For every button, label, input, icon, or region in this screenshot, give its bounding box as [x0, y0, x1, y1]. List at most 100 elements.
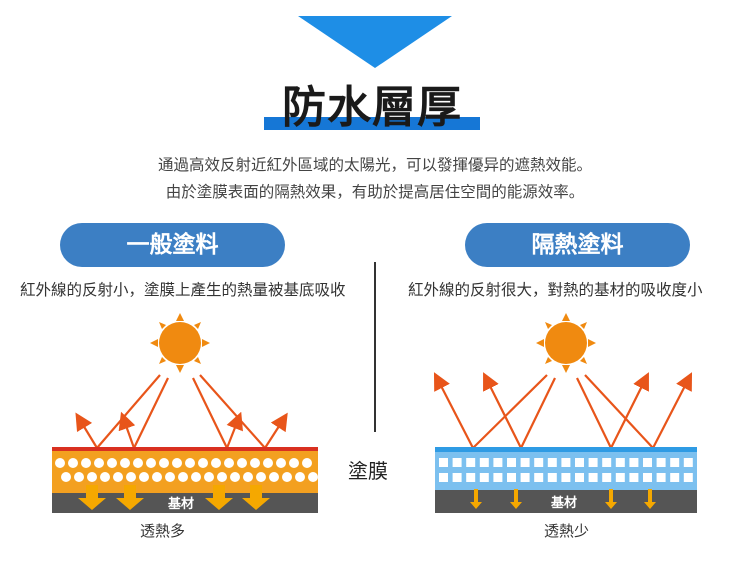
coating-cell — [629, 473, 639, 482]
coating-bubble — [94, 458, 104, 468]
coating-cell — [479, 473, 489, 482]
caption-normal-paint: 透熱多 — [140, 522, 186, 540]
coating-label: 塗膜 — [348, 459, 388, 483]
coating-cell — [575, 473, 584, 482]
coating-cell — [452, 458, 462, 467]
substrate-layer — [435, 490, 697, 513]
intro-line-1: 通過高效反射近紅外區域的太陽光，可以發揮優异的遮熱效能。 — [157, 156, 592, 174]
coating-cell — [479, 458, 489, 467]
coating-cell — [493, 473, 503, 482]
coating-bubble — [152, 472, 162, 482]
coating-bubble — [185, 458, 195, 468]
coating-bubble — [100, 472, 110, 482]
coating-bubble — [276, 458, 286, 468]
coating-cell — [683, 458, 693, 467]
substrate-label: 基材 — [167, 496, 194, 512]
coating-cell — [520, 473, 530, 482]
coating-bubble — [68, 458, 78, 468]
coating-cell — [575, 458, 584, 467]
coating-bubble — [250, 458, 260, 468]
description-normal-paint: 紅外線的反射小，塗膜上產生的熱量被基底吸收 — [20, 281, 346, 299]
coating-cell — [629, 458, 639, 467]
coating-bubble — [263, 458, 273, 468]
center-divider — [374, 262, 376, 432]
coating-cell — [643, 473, 652, 482]
coating-cell — [466, 473, 476, 482]
coating-cell — [588, 458, 598, 467]
coating-cell — [615, 473, 625, 482]
coating-cell — [588, 473, 598, 482]
coating-bubble — [308, 472, 318, 482]
coating-bubble — [120, 458, 130, 468]
coating-bubble — [74, 472, 84, 482]
coating-cell — [670, 473, 680, 482]
coating-bubble — [87, 472, 97, 482]
coating-bubble — [107, 458, 117, 468]
coating-cell — [683, 473, 693, 482]
intro-line-2: 由於塗膜表面的隔熱效果，有助於提高居住空間的能源效率。 — [165, 183, 585, 201]
coating-cell — [534, 458, 544, 467]
coating-cell — [520, 458, 530, 467]
coating-bubble — [126, 472, 136, 482]
coating-cell — [643, 458, 652, 467]
coating-bubble — [133, 458, 143, 468]
coating-cell — [452, 473, 462, 482]
title-underline — [264, 117, 480, 130]
coating-cell — [602, 473, 612, 482]
coating-bubble — [139, 472, 149, 482]
coating-cell — [534, 473, 544, 482]
coating-bubble — [113, 472, 123, 482]
normal-paint-diagram: 基材 — [52, 313, 318, 513]
coating-bubble — [217, 472, 227, 482]
down-arrow-icon — [298, 16, 452, 68]
coating-cell — [561, 473, 571, 482]
coating-cell — [493, 458, 503, 467]
heading-normal-paint: 一般塗料 — [60, 223, 285, 267]
coating-bubble — [282, 472, 292, 482]
coating-cell — [507, 473, 516, 482]
coating-cell — [466, 458, 476, 467]
coating-bubble — [191, 472, 201, 482]
coating-cell — [670, 458, 680, 467]
sun-icon — [536, 313, 596, 373]
heat-arrows — [78, 485, 270, 510]
cool-coating-layer — [435, 452, 697, 490]
page-title: 防水層厚 — [282, 82, 462, 133]
coating-cell — [602, 458, 612, 467]
coating-cell — [615, 458, 625, 467]
coating-cell — [439, 473, 448, 482]
coating-bubble — [289, 458, 299, 468]
coating-bubble — [230, 472, 240, 482]
insulation-paint-diagram: 基材 — [433, 313, 697, 513]
coating-cell — [547, 458, 557, 467]
coating-bubble — [61, 472, 71, 482]
substrate-label: 基材 — [550, 495, 577, 511]
coating-bubble — [146, 458, 156, 468]
coating-bubble — [81, 458, 91, 468]
coating-bubble — [269, 472, 279, 482]
coating-bubble — [237, 458, 247, 468]
coating-bubble — [211, 458, 221, 468]
caption-insulation-paint: 透熱少 — [544, 522, 590, 540]
heading-insulation-paint: 隔熱塗料 — [465, 223, 690, 267]
coating-bubble — [198, 458, 208, 468]
coating-bubble — [204, 472, 214, 482]
coating-bubble — [172, 458, 182, 468]
coating-bubble — [256, 472, 266, 482]
coating-bubble — [224, 458, 234, 468]
heat-arrows — [470, 489, 656, 509]
coating-bubble — [243, 472, 253, 482]
coating-cell — [507, 458, 516, 467]
coating-bubble — [302, 458, 312, 468]
sun-icon — [150, 313, 210, 373]
coating-bubble — [55, 458, 65, 468]
coating-cell — [547, 473, 557, 482]
coating-bubble — [159, 458, 169, 468]
coating-cell — [439, 458, 448, 467]
coating-bubble — [178, 472, 188, 482]
coating-cell — [561, 458, 571, 467]
coating-bubble — [165, 472, 175, 482]
description-insulation-paint: 紅外線的反射很大，對熱的基材的吸收度小 — [408, 281, 703, 299]
coating-cell — [656, 473, 666, 482]
coating-cell — [656, 458, 666, 467]
